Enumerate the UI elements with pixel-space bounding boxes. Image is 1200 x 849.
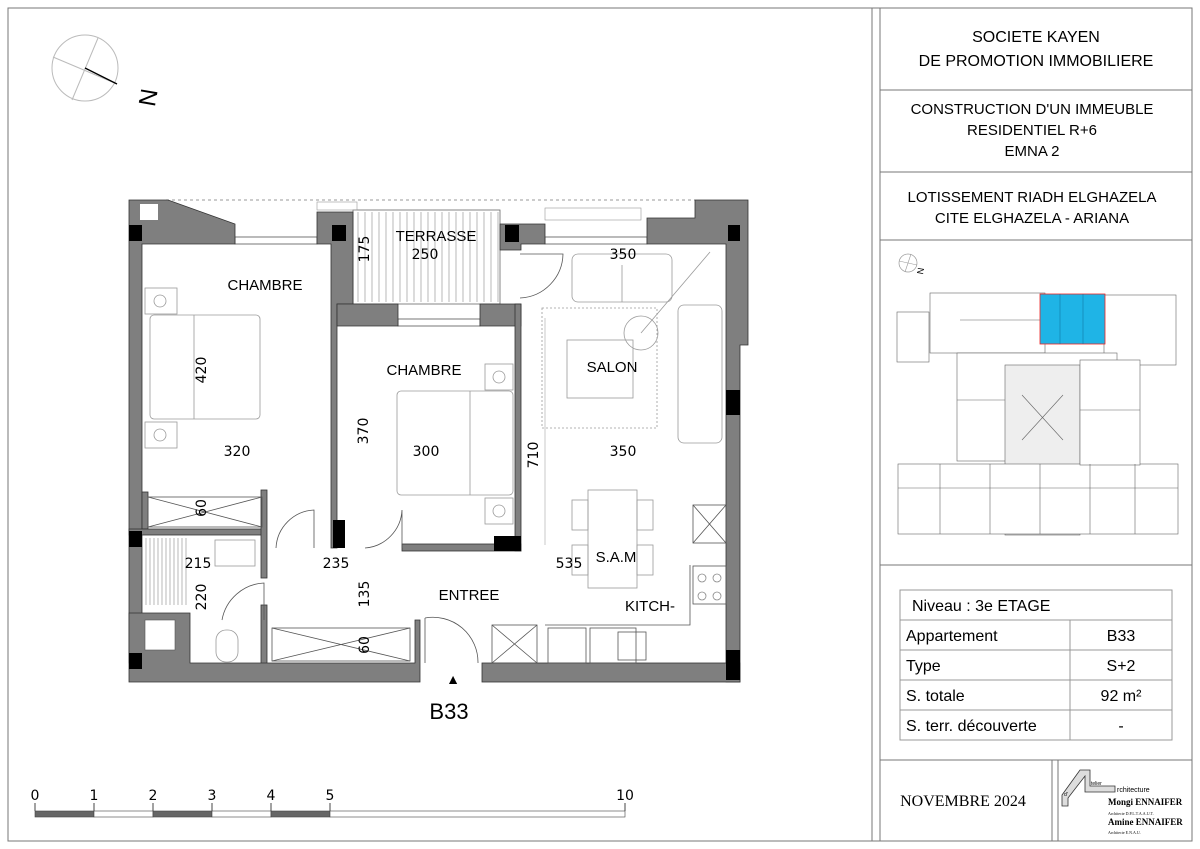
svg-text:CONSTRUCTION D'UN IMMEUBLE: CONSTRUCTION D'UN IMMEUBLE: [911, 101, 1154, 118]
svg-text:CITE ELGHAZELA - ARIANA: CITE ELGHAZELA - ARIANA: [935, 210, 1129, 227]
key-plan: N: [896, 253, 1179, 536]
structural-columns: [129, 225, 740, 680]
furniture: [144, 251, 723, 663]
project-title: CONSTRUCTION D'UN IMMEUBLE RESIDENTIEL R…: [911, 101, 1154, 160]
svg-text:60: 60: [357, 636, 373, 654]
svg-text:250: 250: [412, 247, 439, 263]
svg-text:350: 350: [610, 444, 637, 460]
entrance-marker-icon: ▲: [446, 671, 460, 687]
walls: [128, 199, 749, 683]
svg-text:Amine ENNAIFER: Amine ENNAIFER: [1108, 817, 1183, 827]
dimension-labels: 250 175 350 420 320 370 300 350 710 60 2…: [185, 236, 637, 654]
room-terrasse: TERRASSE: [396, 228, 477, 245]
svg-text:235: 235: [323, 556, 350, 572]
window: [544, 236, 648, 245]
svg-text:N: N: [133, 86, 163, 108]
scale-label: 5: [326, 788, 335, 804]
shower-hatch: [145, 538, 187, 605]
svg-text:S. terr. découverte: S. terr. découverte: [906, 718, 1037, 735]
key-plan-apartment-highlight: [1039, 293, 1106, 345]
room-entree: ENTREE: [439, 587, 500, 604]
key-plan-compass-icon: N: [898, 253, 926, 275]
title-block-separators: [880, 89, 1192, 841]
svg-text:350: 350: [610, 247, 637, 263]
svg-text:B33: B33: [1107, 628, 1136, 645]
svg-text:RESIDENTIEL R+6: RESIDENTIEL R+6: [967, 122, 1097, 139]
scale-label: 3: [208, 788, 217, 804]
svg-text:535: 535: [556, 556, 583, 572]
scale-segment: [152, 810, 213, 818]
closets: [147, 496, 727, 664]
apartment-label: B33: [429, 699, 468, 724]
svg-text:S. totale: S. totale: [906, 688, 965, 705]
room-sam: S.A.M: [596, 549, 637, 566]
svg-text:710: 710: [526, 442, 542, 469]
svg-text:220: 220: [194, 584, 210, 611]
project-location: LOTISSEMENT RIADH ELGHAZELA CITE ELGHAZE…: [908, 189, 1157, 227]
floor-plan: ▲: [128, 199, 749, 687]
svg-text:175: 175: [357, 236, 373, 263]
drawing-date: NOVEMBRE 2024: [900, 793, 1026, 810]
room-salon: SALON: [587, 359, 638, 376]
scale-label: 4: [267, 788, 276, 804]
svg-text:Type: Type: [906, 658, 941, 675]
svg-text:telier: telier: [1091, 781, 1102, 787]
info-row-terrace-area: S. terr. découverte -: [906, 718, 1124, 735]
room-chambre-2: CHAMBRE: [386, 362, 461, 379]
window: [234, 236, 318, 245]
level-label: Niveau : 3e ETAGE: [912, 598, 1050, 615]
svg-text:SOCIETE KAYEN: SOCIETE KAYEN: [972, 29, 1100, 46]
svg-text:rchitecture: rchitecture: [1117, 787, 1150, 794]
svg-text:Appartement: Appartement: [906, 628, 998, 645]
svg-text:LOTISSEMENT RIADH ELGHAZELA: LOTISSEMENT RIADH ELGHAZELA: [908, 189, 1157, 206]
room-chambre-1: CHAMBRE: [227, 277, 302, 294]
scale-segment: [211, 810, 272, 818]
scale-bar: 0 1 2 3 4 5 10: [31, 788, 634, 818]
info-row-total-area: S. totale 92 m²: [906, 688, 1142, 705]
doors: [221, 253, 564, 664]
svg-text:Architecte D.P.L.T.A.A.U.T.: Architecte D.P.L.T.A.A.U.T.: [1108, 811, 1154, 816]
north-arrow-icon: N: [51, 34, 163, 108]
sheet-border: [7, 7, 1193, 842]
room-labels: TERRASSE CHAMBRE CHAMBRE SALON S.A.M ENT…: [227, 228, 675, 724]
scale-label: 10: [616, 788, 634, 804]
scale-label: 2: [149, 788, 158, 804]
svg-text:320: 320: [224, 444, 251, 460]
room-kitchen: KITCH-: [625, 598, 675, 615]
scale-segment: [329, 810, 626, 818]
info-row-apartment: Appartement B33: [906, 628, 1135, 645]
scale-label: 0: [31, 788, 40, 804]
svg-text:60: 60: [194, 499, 210, 517]
svg-text:EMNA 2: EMNA 2: [1004, 143, 1059, 160]
svg-text:92 m²: 92 m²: [1101, 688, 1143, 705]
svg-text:N: N: [915, 267, 926, 275]
svg-text:420: 420: [194, 357, 210, 384]
svg-text:Architecte E.N.A.U.: Architecte E.N.A.U.: [1108, 830, 1141, 835]
company-name: SOCIETE KAYEN DE PROMOTION IMMOBILIERE: [919, 29, 1154, 70]
window: [397, 318, 481, 327]
svg-text:135: 135: [357, 581, 373, 608]
scale-segment: [270, 810, 331, 818]
scale-segment: [34, 810, 95, 818]
svg-text:S+2: S+2: [1107, 658, 1136, 675]
info-row-type: Type S+2: [906, 658, 1136, 675]
svg-text:Mongi ENNAIFER: Mongi ENNAIFER: [1108, 797, 1183, 807]
svg-text:DE PROMOTION IMMOBILIERE: DE PROMOTION IMMOBILIERE: [919, 53, 1154, 70]
svg-text:300: 300: [413, 444, 440, 460]
svg-text:370: 370: [356, 418, 372, 445]
info-table: [899, 589, 1173, 741]
svg-text:d': d': [1064, 792, 1068, 798]
svg-text:215: 215: [185, 556, 212, 572]
scale-label: 1: [90, 788, 99, 804]
terrace-deck: [352, 209, 501, 305]
architect-logo: telier rchitecture d' Mongi ENNAIFER Arc…: [1061, 769, 1183, 835]
svg-text:-: -: [1118, 718, 1123, 735]
scale-segment: [93, 810, 154, 818]
